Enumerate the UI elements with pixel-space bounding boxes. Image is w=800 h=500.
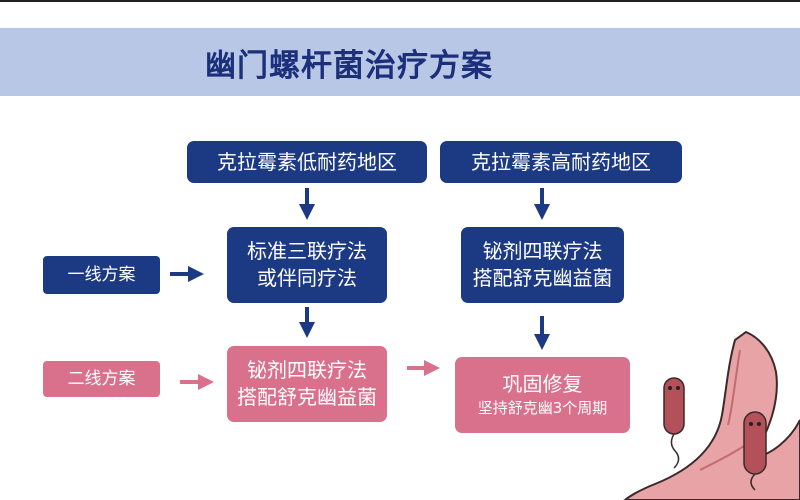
first-line-low-text-1: 标准三联疗法 <box>247 239 367 263</box>
stomach-illustration <box>623 330 800 500</box>
second-line-label: 二线方案 <box>43 361 160 397</box>
second-line-low-text-2: 搭配舒克幽益菌 <box>237 385 377 409</box>
first-line-text: 一线方案 <box>67 264 136 285</box>
second-line-low-treatment: 铋剂四联疗法 搭配舒克幽益菌 <box>227 346 387 422</box>
top-border-line <box>0 0 800 2</box>
consolidation-title: 巩固修复 <box>502 372 583 397</box>
region-low-label: 克拉霉素低耐药地区 <box>217 149 397 174</box>
title-banner: 幽门螺杆菌治疗方案 <box>0 28 800 96</box>
bacterium-icon <box>663 377 685 469</box>
first-line-high-text-1: 铋剂四联疗法 <box>482 239 603 263</box>
region-high-label: 克拉霉素高耐药地区 <box>471 149 651 174</box>
first-line-high-text-2: 搭配舒克幽益菌 <box>472 266 613 290</box>
page-title: 幽门螺杆菌治疗方案 <box>205 48 493 84</box>
region-high-resistance: 克拉霉素高耐药地区 <box>440 141 682 183</box>
first-line-label: 一线方案 <box>43 256 160 294</box>
consolidation-box: 巩固修复 坚持舒克幽3个周期 <box>455 357 630 433</box>
consolidation-detail: 坚持舒克幽3个周期 <box>477 399 608 418</box>
second-line-low-text-1: 铋剂四联疗法 <box>247 358 367 382</box>
second-line-text: 二线方案 <box>67 368 136 389</box>
first-line-low-text-2: 或伴同疗法 <box>257 266 357 290</box>
bacterium-icon <box>743 411 767 491</box>
first-line-low-treatment: 标准三联疗法 或伴同疗法 <box>227 227 387 303</box>
first-line-high-treatment: 铋剂四联疗法 搭配舒克幽益菌 <box>461 227 624 303</box>
region-low-resistance: 克拉霉素低耐药地区 <box>187 141 427 183</box>
